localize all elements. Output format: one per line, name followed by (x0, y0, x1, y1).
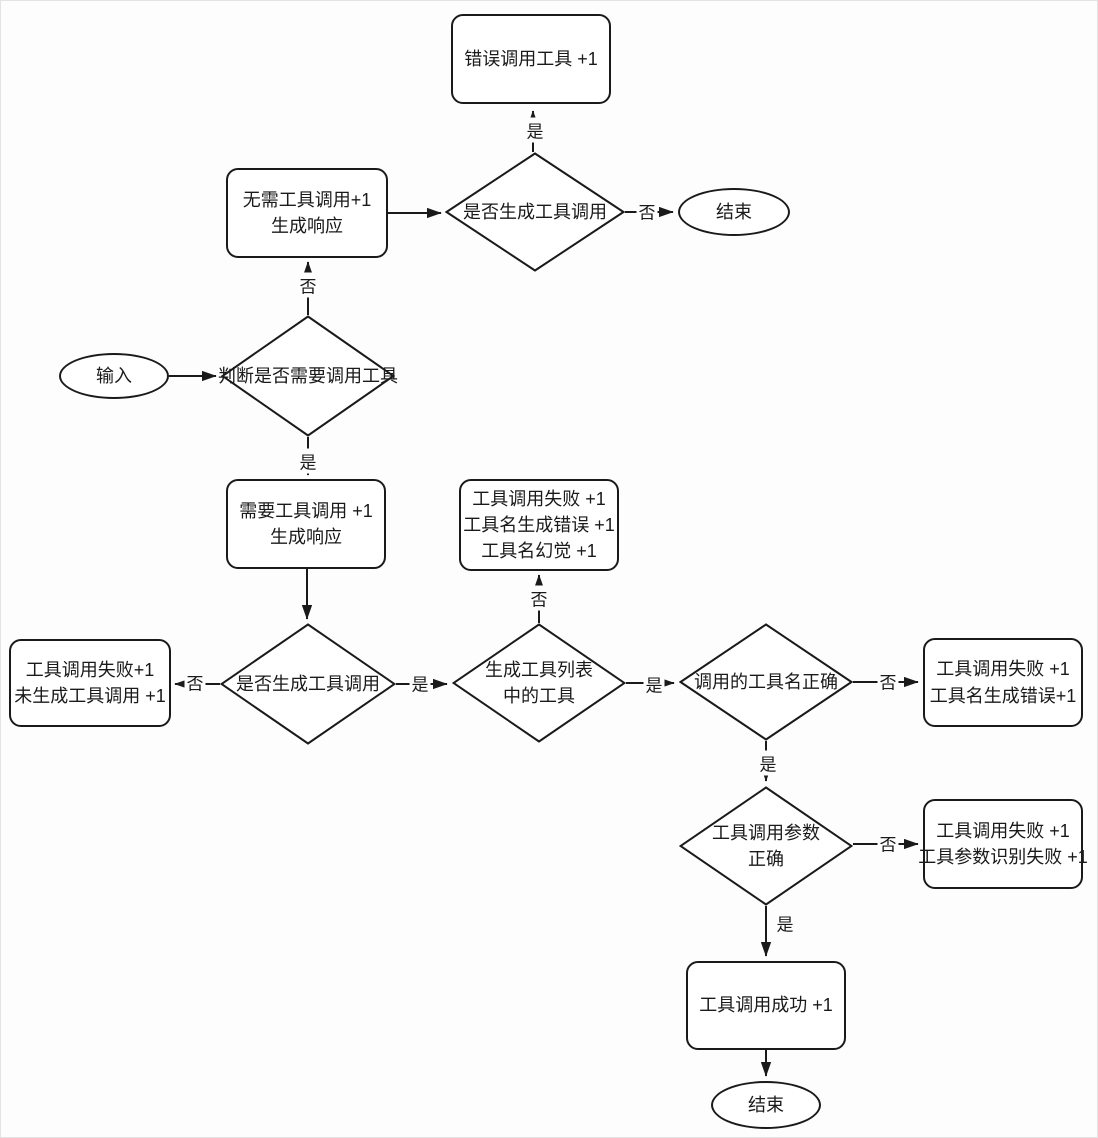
edge-label-yes: 是 (774, 910, 796, 936)
node-gen-tool-call-check-mid: 是否生成工具调用 (220, 623, 396, 745)
node-label: 工具调用失败 +1 工具名生成错误 +1 工具名幻觉 +1 (463, 488, 615, 562)
node-gen-tool-call-check-top: 是否生成工具调用 (445, 152, 625, 272)
edge-label-no: 否 (528, 585, 550, 611)
edge-label-no: 否 (184, 669, 206, 695)
node-tool-name-check: 调用的工具名正确 (679, 623, 853, 741)
diamond-shape (220, 623, 396, 745)
node-end-top: 结束 (678, 188, 790, 236)
edge-label-yes: 是 (297, 448, 319, 474)
diamond-shape (221, 315, 395, 437)
diamond-shape (679, 786, 853, 906)
node-label: 判断是否需要调用工具 (218, 365, 398, 386)
node-judge-need-tool: 判断是否需要调用工具 (218, 315, 398, 437)
diamond-shape (452, 623, 626, 743)
edge-label-yes: 是 (757, 750, 779, 776)
node-label: 无需工具调用+1 生成响应 (242, 189, 372, 236)
node-label: 错误调用工具 +1 (464, 48, 598, 69)
edge-label-yes: 是 (524, 117, 546, 143)
node-label: 结束 (748, 1094, 784, 1115)
node-label: 需要工具调用 +1 生成响应 (239, 500, 373, 547)
node-label: 工具调用失败 +1 工具名生成错误+1 (929, 659, 1077, 706)
edge-label-yes: 是 (643, 671, 665, 697)
diamond-shape (679, 623, 853, 741)
node-tool-in-list-check: 生成工具列表 中的工具 (452, 623, 626, 743)
node-label: 调用的工具名正确 (694, 671, 838, 692)
node-need-tool: 需要工具调用 +1 生成响应 (226, 479, 386, 569)
node-fail-name-error: 工具调用失败 +1 工具名生成错误+1 (923, 638, 1083, 727)
node-no-tool-needed: 无需工具调用+1 生成响应 (226, 168, 388, 258)
edge-label-no: 否 (877, 830, 899, 856)
node-label: 工具调用失败 +1 工具参数识别失败 +1 (918, 820, 1088, 867)
node-label: 工具调用参数 正确 (712, 822, 820, 869)
node-label: 工具调用失败+1 未生成工具调用 +1 (14, 659, 166, 706)
node-fail-param-error: 工具调用失败 +1 工具参数识别失败 +1 (918, 799, 1088, 889)
node-label: 结束 (716, 201, 752, 222)
edge-label-no: 否 (297, 272, 319, 298)
edge-label-no: 否 (636, 198, 658, 224)
node-label: 工具调用成功 +1 (699, 995, 833, 1016)
node-end-bottom: 结束 (711, 1081, 821, 1129)
node-input: 输入 (59, 353, 169, 399)
node-fail-hallucination: 工具调用失败 +1 工具名生成错误 +1 工具名幻觉 +1 (459, 479, 619, 571)
node-label: 输入 (96, 365, 132, 386)
node-param-check: 工具调用参数 正确 (679, 786, 853, 906)
node-wrong-tool-call: 错误调用工具 +1 (451, 14, 611, 104)
edge-label-yes: 是 (409, 670, 431, 696)
diamond-shape (445, 152, 625, 272)
node-label: 生成工具列表 中的工具 (485, 659, 593, 706)
node-fail-not-generated: 工具调用失败+1 未生成工具调用 +1 (9, 639, 171, 727)
node-success: 工具调用成功 +1 (686, 961, 846, 1050)
edge-label-no: 否 (877, 668, 899, 694)
node-label: 是否生成工具调用 (236, 673, 380, 694)
node-label: 是否生成工具调用 (463, 201, 607, 222)
